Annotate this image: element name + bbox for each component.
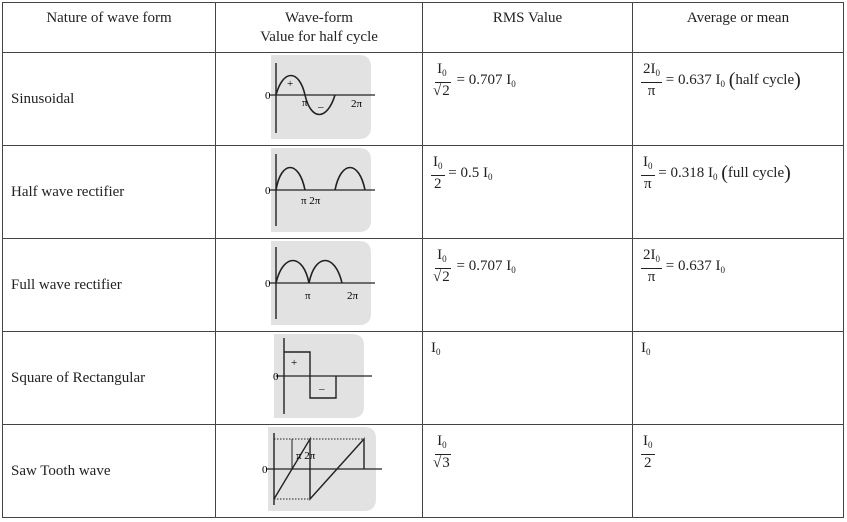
header-nature: Nature of wave form <box>2 2 216 53</box>
rms-value: I0 √3 <box>422 424 633 518</box>
minus-label: – <box>318 383 325 395</box>
header-waveform-line1: Wave-form <box>285 9 353 26</box>
average-value: I0 2 <box>632 424 844 518</box>
rms-value: I0 √2 = 0.707 I0 <box>422 52 633 146</box>
saw-tooth-diagram: 0 π 2π <box>262 426 382 511</box>
sinusoidal-waveform-diagram: 0 + π – 2π <box>265 54 375 139</box>
origin-label: 0 <box>262 464 268 476</box>
average-value: 2I0 π = 0.637 I0 <box>632 238 844 332</box>
waveform-cell: 0 + π – 2π <box>215 52 423 146</box>
rms-value: I0 2 = 0.5 I0 <box>422 145 633 239</box>
rms-equals: = 0.707 I0 <box>456 72 516 89</box>
plus-label: + <box>287 78 293 90</box>
plus-label: + <box>291 357 297 369</box>
pi-label: π <box>302 97 308 109</box>
average-value: I0 π = 0.318 I0 (full cycle) <box>632 145 844 239</box>
square-wave-diagram: 0 + – <box>273 333 372 418</box>
rms-equals: = 0.707 I0 <box>456 258 516 275</box>
pi-2pi-label: π 2π <box>296 450 316 462</box>
average-equals: = 0.637 I0 (half cycle) <box>665 69 801 91</box>
minus-label: – <box>317 101 324 113</box>
rms-fraction: I0 √2 <box>433 61 451 99</box>
average-equals: = 0.318 I0 (full cycle) <box>658 162 791 184</box>
average-equals: = 0.637 I0 <box>665 258 725 275</box>
half-wave-diagram: 0 π 2π <box>265 147 375 232</box>
pi-2pi-label: π 2π <box>301 195 321 207</box>
waveform-cell: 0 π 2π <box>215 424 423 518</box>
header-rms: RMS Value <box>422 2 633 53</box>
table-row-square: Square of Rectangular 0 + – I0 I0 <box>2 331 844 425</box>
average-fraction: 2I0 π <box>641 61 662 99</box>
table-row-saw-tooth: Saw Tooth wave 0 π 2π I0 √3 I0 <box>2 424 844 518</box>
origin-label: 0 <box>265 278 271 290</box>
row-name: Saw Tooth wave <box>2 424 216 518</box>
header-waveform-line2: Value for half cycle <box>260 28 378 45</box>
two-pi-label: 2π <box>351 98 363 110</box>
table-row-half-wave: Half wave rectifier 0 π 2π I0 2 = 0.5 I0… <box>2 145 844 239</box>
rms-value: I0 √2 = 0.707 I0 <box>422 238 633 332</box>
waveform-cell: 0 π 2π <box>215 145 423 239</box>
average-fraction: I0 2 <box>641 433 655 471</box>
rms-value: I0 <box>422 331 633 425</box>
header-average: Average or mean <box>632 2 844 53</box>
pi-label: π <box>305 290 311 302</box>
header-row: Nature of wave form Wave-form Value for … <box>2 2 844 53</box>
row-name: Square of Rectangular <box>2 331 216 425</box>
table-row-sinusoidal: Sinusoidal 0 + π – 2π I0 √2 = 0.707 I0 <box>2 52 844 146</box>
waveform-cell: 0 + – <box>215 331 423 425</box>
row-name: Full wave rectifier <box>2 238 216 332</box>
average-fraction: I0 π <box>641 154 655 192</box>
average-value: I0 <box>632 331 844 425</box>
average-value: 2I0 π = 0.637 I0 (half cycle) <box>632 52 844 146</box>
rms-fraction: I0 √3 <box>433 433 451 471</box>
origin-label: 0 <box>265 90 271 102</box>
rms-equals: = 0.5 I0 <box>448 165 493 182</box>
average-fraction: 2I0 π <box>641 247 662 285</box>
row-name: Sinusoidal <box>2 52 216 146</box>
waveform-cell: 0 π 2π <box>215 238 423 332</box>
rms-fraction: I0 √2 <box>433 247 451 285</box>
table-row-full-wave: Full wave rectifier 0 π 2π I0 √2 = 0.707… <box>2 238 844 332</box>
full-wave-diagram: 0 π 2π <box>265 240 375 325</box>
rms-fraction: I0 2 <box>431 154 445 192</box>
two-pi-label: 2π <box>347 290 359 302</box>
origin-label: 0 <box>265 185 271 197</box>
origin-label: 0 <box>273 371 279 383</box>
row-name: Half wave rectifier <box>2 145 216 239</box>
header-waveform: Wave-form Value for half cycle <box>215 2 423 53</box>
